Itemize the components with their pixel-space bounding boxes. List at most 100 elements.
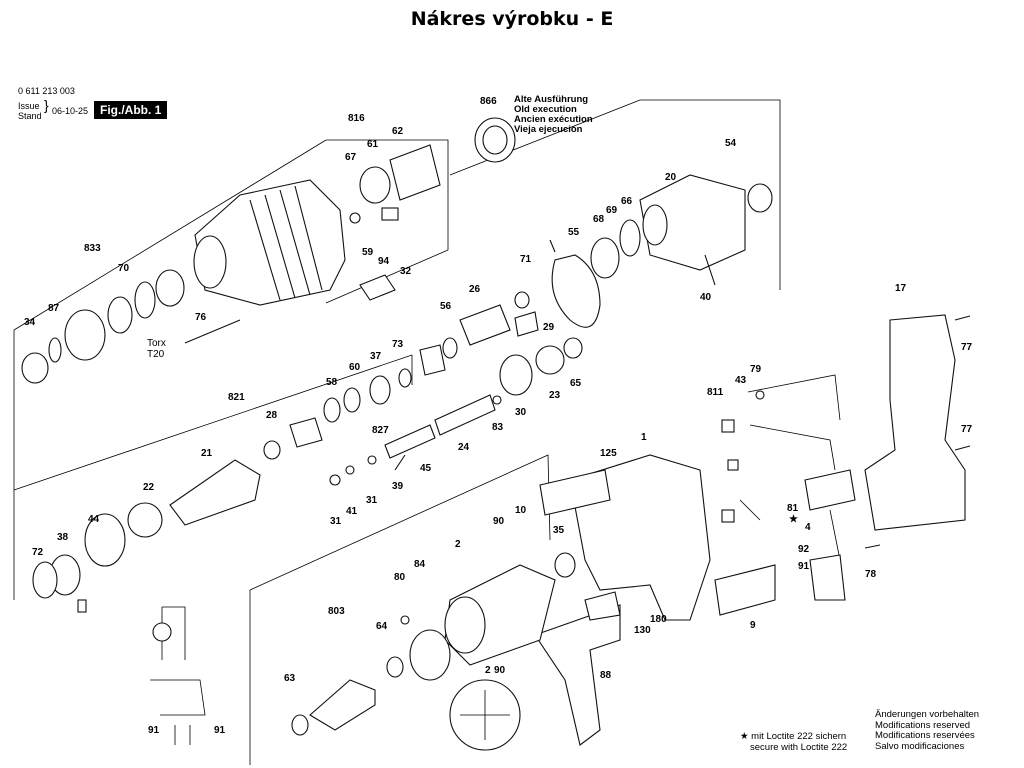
torx-label: Torx xyxy=(147,338,166,349)
callout-44: 44 xyxy=(88,514,100,525)
part-37-ring xyxy=(369,375,391,405)
callout-4: 4 xyxy=(805,522,811,533)
old-execution-line-en: Old execution xyxy=(514,104,577,115)
part-41-washer xyxy=(345,465,355,475)
torx-size: T20 xyxy=(147,349,165,360)
callout-23: 23 xyxy=(549,390,561,401)
part-69-ring xyxy=(619,219,641,257)
callout-39: 39 xyxy=(392,481,404,492)
part-32-block xyxy=(359,274,396,301)
part-40-pin xyxy=(704,254,716,286)
modifications-fr: Modifications reservées xyxy=(875,730,975,741)
part-54-oring xyxy=(747,183,773,213)
part-29-pin xyxy=(514,311,539,337)
callout-10: 10 xyxy=(515,505,527,516)
part-70-ring xyxy=(107,296,133,334)
wiring xyxy=(739,374,841,561)
part-816-clip xyxy=(381,207,399,221)
figure-badge: Fig./Abb. 1 xyxy=(94,101,168,119)
part-130-switch xyxy=(584,591,621,621)
callout-130: 130 xyxy=(634,625,651,636)
part-58-ring xyxy=(323,397,341,423)
part-79-screw xyxy=(755,390,765,400)
part-brush-3 xyxy=(721,509,735,523)
callout-77b: 77 xyxy=(961,424,973,435)
callout-1: 1 xyxy=(641,432,647,443)
part-64-bearing xyxy=(386,656,404,678)
part-55-seal xyxy=(551,254,601,328)
callout-67: 67 xyxy=(345,152,357,163)
part-61-ring xyxy=(359,166,391,204)
part-68-bearing xyxy=(590,237,620,279)
part-17-handle xyxy=(864,314,966,531)
callout-29: 29 xyxy=(543,322,555,333)
part-77-screw-2 xyxy=(954,445,971,451)
callout-45: 45 xyxy=(420,463,432,474)
callout-70: 70 xyxy=(118,263,130,274)
callout-43: 43 xyxy=(735,375,747,386)
motor-symbol xyxy=(152,622,172,642)
callout-833: 833 xyxy=(84,243,101,254)
callout-83: 83 xyxy=(492,422,504,433)
part-866-bearing-inner xyxy=(482,125,508,155)
part-833-sleeve xyxy=(64,309,106,361)
callout-17: 17 xyxy=(895,283,907,294)
callout-58: 58 xyxy=(326,377,338,388)
callout-60: 60 xyxy=(349,362,361,373)
part-827-spring xyxy=(384,424,436,459)
part-63-bearing xyxy=(291,714,309,736)
part-66-ring xyxy=(642,204,668,246)
page-title: Nákres výrobku - E xyxy=(410,8,614,30)
assembly-frames xyxy=(13,99,781,765)
part-76-screw xyxy=(184,319,241,344)
callout-40: 40 xyxy=(700,292,712,303)
part-866-bearing-outer xyxy=(474,117,516,163)
housing-front xyxy=(193,235,227,289)
part-30-bearing xyxy=(499,354,533,396)
star-icon: ★ xyxy=(740,731,752,742)
callouts: 816 67 61 62 833 70 87 34 59 94 32 76 86… xyxy=(24,96,973,736)
callout-63: 63 xyxy=(284,673,296,684)
drive-parts xyxy=(32,291,583,613)
part-20-housing xyxy=(639,174,746,271)
modifications-note: Änderungen vorbehalten Modifications res… xyxy=(875,709,980,752)
part-31-washer xyxy=(329,474,341,486)
callout-55: 55 xyxy=(568,227,580,238)
part-brush-2 xyxy=(727,459,739,471)
callout-180: 180 xyxy=(650,614,667,625)
frame-gear-top xyxy=(449,99,781,290)
part-44-spring xyxy=(84,513,126,567)
callout-34: 34 xyxy=(24,317,36,328)
part-811-brush-1 xyxy=(721,419,735,433)
issue-label: Issue xyxy=(18,101,40,111)
callout-31b: 31 xyxy=(366,495,378,506)
modifications-es: Salvo modificaciones xyxy=(875,740,965,752)
part-24-shaft xyxy=(434,394,496,436)
part-detail-cross xyxy=(460,690,510,740)
callout-91c: 91 xyxy=(214,725,226,736)
callout-81: 81 xyxy=(787,503,799,514)
part-71-ring xyxy=(514,291,530,309)
modifications-de: Änderungen vorbehalten xyxy=(875,709,980,720)
star-marker-icon: ★ xyxy=(789,514,798,525)
part-26-sleeve xyxy=(459,304,511,346)
loctite-line-2: secure with Loctite 222 xyxy=(750,741,848,753)
callout-76: 76 xyxy=(195,312,207,323)
frame-middle-top xyxy=(13,354,413,491)
callout-90b: 90 xyxy=(494,665,506,676)
part-tab xyxy=(77,599,87,613)
old-execution-line-de: Alte Ausführung xyxy=(514,94,589,105)
callout-2b: 2 xyxy=(485,665,491,676)
callout-35: 35 xyxy=(553,525,565,536)
frame-upper-left xyxy=(13,139,327,331)
part-91-clip xyxy=(809,554,846,601)
part-34-cap xyxy=(21,352,49,384)
part-31-washer-2 xyxy=(367,455,377,465)
callout-28: 28 xyxy=(266,410,278,421)
callout-72: 72 xyxy=(32,547,44,558)
part-9-label xyxy=(714,564,776,616)
housing-ribs xyxy=(249,185,323,301)
part-80-screw xyxy=(400,615,410,625)
callout-827: 827 xyxy=(372,425,389,436)
part-56-ring xyxy=(442,337,458,359)
